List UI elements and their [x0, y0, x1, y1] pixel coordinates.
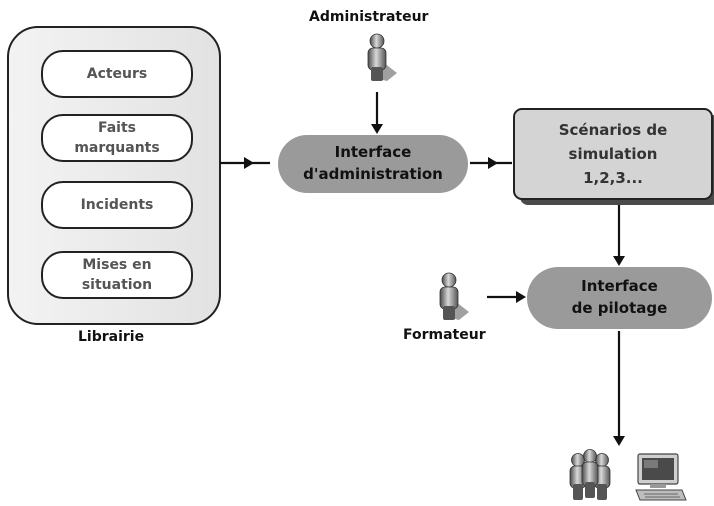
- administrator-person-icon: [367, 33, 397, 81]
- pilot-interface-shape: [527, 267, 712, 329]
- library-item-incidents: Incidents: [41, 181, 193, 229]
- group-of-people-icon: [569, 449, 611, 500]
- library-item-label: Incidents: [80, 196, 154, 213]
- arrowhead: [488, 157, 498, 169]
- arrowhead: [244, 157, 254, 169]
- admin-interface-label: Interface d'administration: [278, 135, 468, 193]
- pilot-interface-text: Interface de pilotage: [571, 277, 668, 317]
- scenarios-text: Scénarios de simulation 1,2,3...: [558, 121, 668, 187]
- admin-interface-text: Interface d'administration: [303, 143, 443, 183]
- library-title: Librairie: [78, 329, 145, 345]
- library-item-label: Mises en situation: [81, 256, 153, 293]
- pilot-interface-label: Interface de pilotage: [527, 267, 712, 329]
- scenarios-box: [513, 108, 713, 200]
- library-container: [7, 26, 221, 325]
- admin-interface-shape: [278, 135, 468, 193]
- trainer-person-icon: [439, 272, 469, 320]
- arrowhead: [516, 291, 526, 303]
- library-item-mises-en-situation: Mises en situation: [41, 251, 193, 299]
- library-item-acteurs: Acteurs: [41, 50, 193, 98]
- arrows: [220, 92, 625, 446]
- administrator-label: Administrateur: [309, 9, 429, 25]
- library-item-label: Faits marquants: [74, 119, 160, 156]
- arrowhead: [613, 436, 625, 446]
- arrowhead: [371, 124, 383, 134]
- scenarios-label: Scénarios de simulation 1,2,3...: [514, 109, 712, 199]
- library-item-faits-marquants: Faits marquants: [41, 114, 193, 162]
- computer-icon: [635, 453, 687, 501]
- library-item-label: Acteurs: [86, 65, 148, 82]
- arrowhead: [613, 256, 625, 266]
- trainer-label: Formateur: [403, 327, 486, 343]
